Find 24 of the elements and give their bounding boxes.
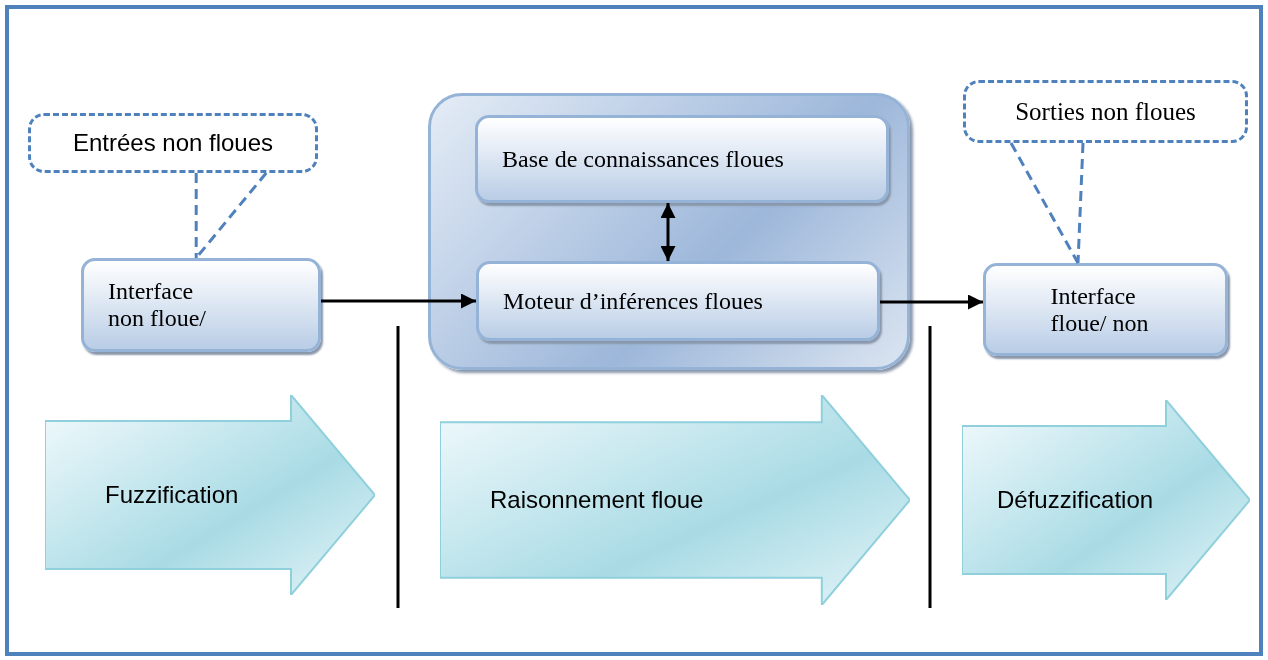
block-arrow [45,395,375,595]
stage-label: Raisonnement floue [490,486,705,514]
process-box [983,263,1228,356]
callout-pointer [1009,141,1085,265]
callout-bubble [28,113,318,173]
block-arrow [962,400,1250,600]
arrow [321,293,476,309]
node-label: Interface non floue/ [108,278,207,332]
process-box [475,115,889,203]
process-box [81,258,321,352]
system-panel [428,93,910,370]
node-label: Entrées non floues [72,129,274,157]
node-label: Moteur d’inférences floues [503,287,764,315]
arrow [880,294,983,310]
arrow [660,203,676,261]
callout-bubble [963,80,1248,143]
stage-label: Défuzzification [997,486,1155,514]
node-label: Sorties non floues [1015,97,1196,126]
node-label: Base de connaissances floues [502,145,785,173]
block-arrow [440,395,910,605]
callout-pointer [194,171,268,260]
node-label: Interface floue/ non [1050,282,1150,337]
process-box [476,261,880,341]
stage-label: Fuzzification [105,481,240,509]
